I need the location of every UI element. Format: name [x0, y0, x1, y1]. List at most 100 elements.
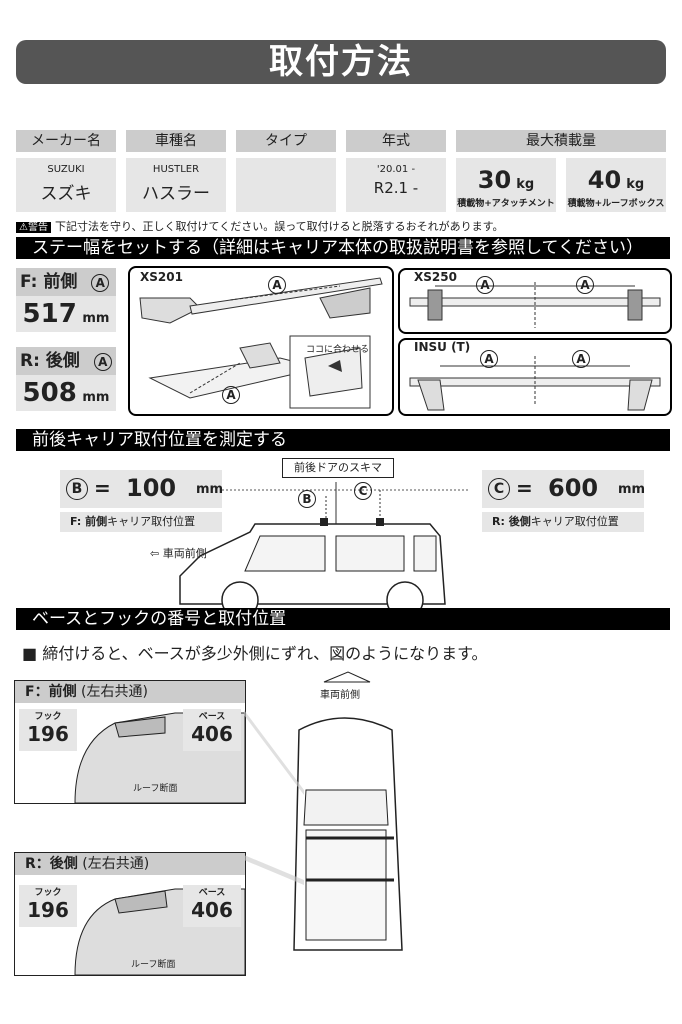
- eq-sign: =: [516, 476, 533, 500]
- rear-caption-bold: R: 後側: [492, 515, 531, 528]
- door-gap-label: 前後ドアのスキマ: [282, 458, 394, 478]
- marker-a-icon: A: [222, 386, 240, 404]
- car-top-view-diagram: [244, 671, 403, 951]
- front-panel-header: F：前側 (左右共通): [15, 681, 245, 703]
- cell-load-roofbox: 40 kg 積載物+ルーフボックス: [566, 158, 666, 212]
- front-base-box: ベース 406: [183, 709, 241, 751]
- front-position-value: 100: [126, 474, 177, 502]
- car-side-diagram: [179, 482, 470, 608]
- load2-unit: kg: [626, 177, 645, 192]
- front-width-unit: mm: [82, 311, 110, 326]
- align-here-label: ココに合わせる: [306, 345, 370, 355]
- load2-value: 40: [587, 166, 622, 194]
- header-max-load: 最大積載量: [456, 130, 666, 152]
- rear-position-value-box: C = 600 mm: [482, 470, 646, 508]
- insu-label: INSU (T): [414, 340, 471, 354]
- maker-ja: スズキ: [40, 184, 92, 204]
- rear-panel-common: (左右共通): [82, 856, 150, 872]
- marker-c-icon: C: [354, 482, 372, 500]
- rear-panel-header: R：後側 (左右共通): [15, 853, 245, 875]
- rear-width-label: R: 後側: [20, 351, 80, 371]
- rear-roof-panel: R：後側 (左右共通) フック 196 ベース 406 ルーフ断面: [14, 852, 246, 976]
- front-panel-common: (左右共通): [81, 684, 148, 700]
- xs201-diagram: [139, 277, 383, 409]
- rear-caption-text: キャリア取付位置: [530, 515, 619, 528]
- marker-a-icon: A: [91, 274, 110, 292]
- model-en: HUSTLER: [152, 164, 200, 175]
- marker-a-icon: A: [576, 276, 594, 294]
- warning-badge: ⚠警告: [16, 222, 51, 233]
- model-ja: ハスラー: [142, 184, 210, 204]
- xs250-diagram: [409, 282, 661, 328]
- marker-b-icon: B: [298, 490, 316, 508]
- marker-a-icon: A: [93, 353, 112, 371]
- marker-a-icon: A: [268, 276, 286, 294]
- cell-model: HUSTLER ハスラー: [126, 158, 226, 212]
- front-width-value-box: 517 mm: [16, 296, 116, 332]
- header-type: タイプ: [236, 130, 336, 152]
- section-base-hook-title: ベースとフックの番号と取付位置: [16, 608, 670, 630]
- front-width-value: 517: [22, 299, 77, 329]
- top-view-front-label: 車両前側: [320, 690, 360, 701]
- front-base-label: ベース: [198, 712, 226, 722]
- vehicle-front-label: 車両前側: [162, 547, 207, 560]
- rear-hook-number: 196: [27, 898, 69, 922]
- rear-width-label-box: R: 後側 A: [16, 347, 116, 375]
- front-roof-section-label: ルーフ断面: [133, 784, 178, 794]
- xs250-diagram-panel: XS250 A A: [398, 268, 672, 334]
- warning-line: ⚠警告下記寸法を守り、正しく取付けてください。誤って取付けると脱落するおそれがあ…: [16, 218, 504, 234]
- rear-hook-label: フック: [34, 888, 62, 898]
- section-stay-width-title: ステー幅をセットする（詳細はキャリア本体の取扱説明書を参照してください）: [16, 237, 670, 259]
- year-small: '20.01 -: [376, 164, 416, 175]
- cell-type: [236, 158, 336, 212]
- front-base-number: 406: [191, 722, 233, 746]
- header-year: 年式: [346, 130, 446, 152]
- rear-width-value-box: 508 mm: [16, 375, 116, 411]
- rear-position-caption: R: 後側キャリア取付位置: [482, 512, 644, 532]
- tightening-note: ■ 締付けると、ベースが多少外側にずれ、図のようになります。: [22, 640, 488, 664]
- front-hook-number: 196: [27, 722, 69, 746]
- cell-load-attachment: 30 kg 積載物+アタッチメント: [456, 158, 556, 212]
- rear-base-number: 406: [191, 898, 233, 922]
- header-model: 車種名: [126, 130, 226, 152]
- insu-diagram: [409, 356, 661, 411]
- load1-label: 積載物+アタッチメント: [457, 199, 555, 209]
- front-position-caption: F: 前側キャリア取付位置: [60, 512, 222, 532]
- front-width-label: F: 前側: [20, 272, 78, 292]
- rear-hook-box: フック 196: [19, 885, 77, 927]
- xs201-diagram-panel: XS201 A A ココに合わせる: [128, 266, 394, 416]
- load1-value: 30: [477, 166, 512, 194]
- marker-a-icon: A: [476, 276, 494, 294]
- eq-sign: =: [94, 476, 111, 500]
- xs250-label: XS250: [414, 270, 457, 284]
- marker-a-icon: A: [480, 350, 498, 368]
- square-bullet-icon: ■: [22, 644, 38, 663]
- marker-a-icon: A: [572, 350, 590, 368]
- load1-unit: kg: [516, 177, 535, 192]
- front-position-unit: mm: [196, 482, 224, 497]
- arrow-left-icon: ⇦: [150, 547, 160, 560]
- page-title: 取付方法: [16, 40, 666, 84]
- front-roof-panel: F：前側 (左右共通) フック 196 ベース 406 ルーフ断面: [14, 680, 246, 804]
- rear-panel-title: R：後側: [25, 856, 78, 872]
- header-maker: メーカー名: [16, 130, 116, 152]
- rear-position-unit: mm: [618, 482, 646, 497]
- maker-en: SUZUKI: [47, 164, 85, 175]
- rear-roof-section-label: ルーフ断面: [131, 960, 176, 970]
- marker-b-icon: B: [66, 478, 88, 500]
- tightening-note-text: 締付けると、ベースが多少外側にずれ、図のようになります。: [42, 644, 488, 663]
- xs201-label: XS201: [140, 270, 183, 284]
- cell-year: '20.01 - R2.1 -: [346, 158, 446, 212]
- front-caption-text: キャリア取付位置: [107, 515, 196, 528]
- front-hook-box: フック 196: [19, 709, 77, 751]
- front-hook-label: フック: [34, 712, 62, 722]
- cell-maker: SUZUKI スズキ: [16, 158, 116, 212]
- front-panel-title: F：前側: [25, 684, 77, 700]
- insu-diagram-panel: INSU (T) A A: [398, 338, 672, 416]
- rear-base-label: ベース: [198, 888, 226, 898]
- year-main: R2.1 -: [373, 179, 419, 197]
- rear-base-box: ベース 406: [183, 885, 241, 927]
- front-caption-bold: F: 前側: [70, 515, 108, 528]
- section-position-title: 前後キャリア取付位置を測定する: [16, 429, 670, 451]
- front-width-label-box: F: 前側 A: [16, 268, 116, 296]
